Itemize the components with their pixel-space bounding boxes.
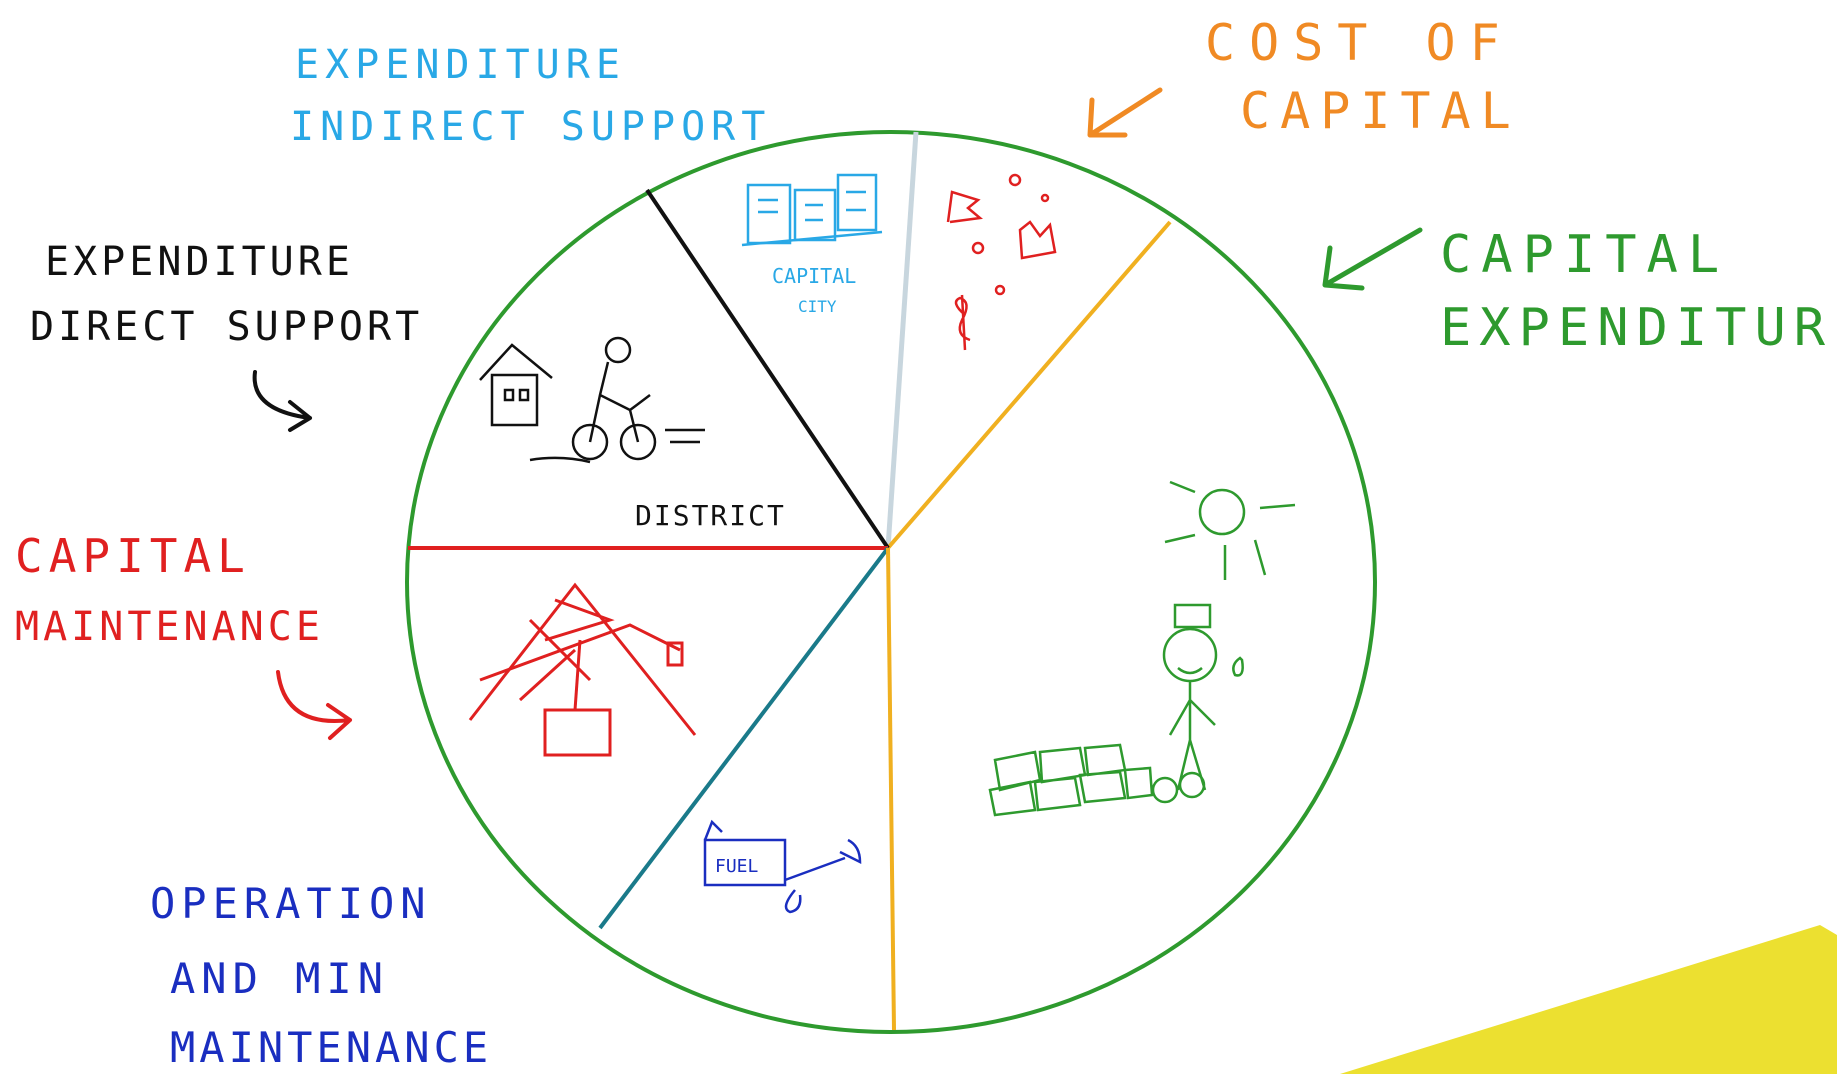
label-opmaint-line3: MAINTENANCE [170,1023,492,1072]
label-capexp-line2: EXPENDITURE [1440,298,1837,358]
divider-direct-support [645,188,890,550]
pie-circle [405,130,1377,1034]
label-cost-line2: CAPITAL [1240,82,1521,140]
label-capmaint-line2: MAINTENANCE [15,604,324,650]
arrow-cost-of-capital [1087,87,1163,138]
label-capmaint-line1: CAPITAL [15,529,251,583]
label-expenditure-indirect-support: EXPENDITURE INDIRECT SUPPORT [290,42,771,150]
label-expenditure-direct-support: EXPENDITURE DIRECT SUPPORT [30,239,423,350]
capital-city-sketch [741,173,883,247]
yellow-highlight-stripe [1340,925,1837,1074]
label-opmaint-line2: AND MIN [170,954,389,1003]
label-cost-line1: COST OF [1205,14,1514,72]
label-capital-maintenance: CAPITAL MAINTENANCE [15,529,324,650]
label-direct-line2: DIRECT SUPPORT [30,304,423,350]
label-capexp-line1: CAPITAL [1440,225,1729,285]
label-opmaint-line1: OPERATION [150,879,432,928]
capital-city-text: CAPITAL [772,264,856,288]
fuel-text: FUEL [715,856,759,877]
label-indirect-line2: INDIRECT SUPPORT [290,104,771,150]
district-house-bike-sketch [479,336,705,464]
divider-operation-maintenance [598,546,890,930]
divider-capital-expenditure [886,547,896,1031]
fuel-wrench-sketch [703,819,862,914]
arrow-direct-support [252,370,312,432]
label-capital-expenditure: CAPITAL EXPENDITURE [1440,225,1837,358]
capital-maintenance-sketch [468,582,697,757]
arrow-capital-expenditure [1322,227,1423,291]
divider-cost-of-capital [886,220,1172,550]
divider-indirect-support [885,131,919,549]
city-text: CITY [798,297,837,316]
district-text: DISTRICT [635,499,786,532]
label-direct-line1: EXPENDITURE [45,239,354,285]
arrow-capital-maintenance [276,670,352,740]
money-flags-sketch [946,173,1057,351]
label-indirect-line1: EXPENDITURE [295,42,626,88]
label-cost-of-capital: COST OF CAPITAL [1205,14,1521,140]
label-operation-minor-maintenance: OPERATION AND MIN MAINTENANCE [150,879,492,1072]
capital-expenditure-sketch [988,480,1296,817]
